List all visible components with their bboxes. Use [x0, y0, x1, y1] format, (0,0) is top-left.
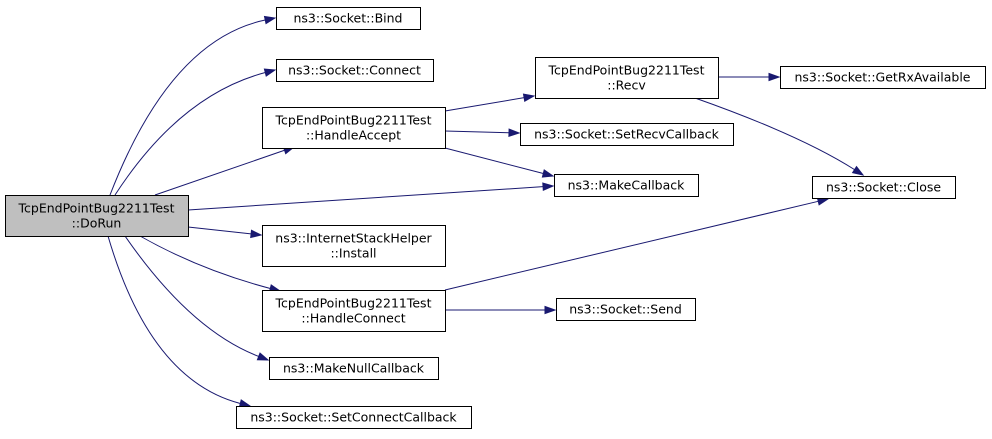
node-makecallback[interactable]: ns3::MakeCallback: [554, 174, 699, 197]
node-send[interactable]: ns3::Socket::Send: [556, 298, 696, 321]
node-box-connect: [276, 59, 434, 82]
node-box-setrecvcallback: [520, 123, 734, 146]
node-label: TcpEndPointBug2211Test: [275, 113, 432, 128]
edge-dorun-to-handleaccept: [154, 149, 285, 196]
node-box-handleconnect: [262, 290, 446, 332]
edge-dorun-to-connect: [114, 72, 266, 196]
node-internetstack[interactable]: ns3::InternetStackHelper::Install: [262, 225, 446, 267]
call-nodes: TcpEndPointBug2211Test::DoRunns3::Socket…: [5, 7, 986, 429]
node-box-handleaccept: [262, 107, 446, 149]
node-label: TcpEndPointBug2211Test: [548, 63, 705, 78]
node-dorun: TcpEndPointBug2211Test::DoRun: [5, 195, 189, 237]
node-label: ns3::Socket::SetConnectCallback: [250, 410, 457, 425]
edge-dorun-to-handleconnect: [139, 235, 271, 289]
arrowhead-dorun-to-makecallback: [542, 182, 555, 191]
node-label: TcpEndPointBug2211Test: [275, 296, 432, 311]
node-label: ::DoRun: [72, 216, 122, 231]
node-handleconnect[interactable]: TcpEndPointBug2211Test::HandleConnect: [262, 290, 446, 332]
node-getrxavailable[interactable]: ns3::Socket::GetRxAvailable: [780, 66, 986, 89]
node-label: ns3::Socket::GetRxAvailable: [794, 70, 970, 85]
node-makenullcallback[interactable]: ns3::MakeNullCallback: [269, 357, 439, 380]
edge-handleaccept-to-recv: [444, 97, 525, 112]
node-box-send: [556, 298, 696, 321]
arrowhead-dorun-to-makenullcallback: [256, 352, 270, 361]
edge-handleconnect-to-close: [444, 200, 819, 291]
node-bind[interactable]: ns3::Socket::Bind: [276, 7, 421, 30]
node-label: ::HandleConnect: [301, 311, 405, 326]
node-label: ::Recv: [607, 78, 646, 93]
call-edges: [107, 15, 865, 408]
node-box-recv: [535, 57, 719, 99]
node-connect[interactable]: ns3::Socket::Connect: [276, 59, 434, 82]
node-box-setconnectcallback: [236, 406, 472, 429]
node-box-makenullcallback: [269, 357, 439, 380]
node-label: ns3::Socket::Close: [826, 180, 941, 195]
node-label: ::HandleAccept: [306, 128, 401, 143]
edge-handleaccept-to-setrecvcallback: [444, 130, 510, 134]
arrowhead-handleaccept-to-setrecvcallback: [508, 128, 521, 137]
arrowhead-handleaccept-to-recv: [522, 93, 536, 102]
node-label: ::Install: [330, 246, 376, 261]
edge-dorun-to-setconnectcallback: [107, 235, 241, 404]
edge-recv-to-close: [694, 97, 855, 171]
node-label: ns3::Socket::Connect: [288, 63, 421, 78]
node-box-internetstack: [262, 225, 446, 267]
node-box-bind: [276, 7, 421, 30]
node-label: ns3::MakeCallback: [568, 178, 686, 193]
node-setrecvcallback[interactable]: ns3::Socket::SetRecvCallback: [520, 123, 734, 146]
node-label: ns3::Socket::Bind: [294, 11, 403, 26]
node-label: ns3::Socket::SetRecvCallback: [534, 127, 719, 142]
edge-dorun-to-internetstack: [187, 226, 252, 235]
arrowhead-dorun-to-internetstack: [250, 229, 263, 239]
edge-dorun-to-makecallback: [187, 186, 544, 211]
node-label: ns3::InternetStackHelper: [275, 231, 432, 246]
node-label: ns3::Socket::Send: [569, 302, 682, 317]
node-box-getrxavailable: [780, 66, 986, 89]
edge-dorun-to-bind: [109, 19, 266, 196]
edge-dorun-to-makenullcallback: [124, 235, 259, 357]
arrowhead-recv-to-close: [851, 165, 865, 176]
node-label: ns3::MakeNullCallback: [283, 361, 425, 376]
arrowhead-handleconnect-to-send: [544, 305, 557, 315]
node-close[interactable]: ns3::Socket::Close: [812, 176, 956, 199]
arrowhead-dorun-to-connect: [263, 68, 277, 77]
node-box-makecallback: [554, 174, 699, 197]
arrowhead-dorun-to-bind: [263, 15, 277, 25]
arrowhead-recv-to-getrxavailable: [768, 72, 781, 82]
node-recv[interactable]: TcpEndPointBug2211Test::Recv: [535, 57, 719, 99]
arrowhead-dorun-to-setconnectcallback: [238, 399, 252, 408]
node-setconnectcallback[interactable]: ns3::Socket::SetConnectCallback: [236, 406, 472, 429]
arrowhead-handleaccept-to-makecallback: [541, 169, 555, 178]
edge-handleaccept-to-makecallback: [444, 147, 544, 174]
node-box-close: [812, 176, 956, 199]
node-handleaccept[interactable]: TcpEndPointBug2211Test::HandleAccept: [262, 107, 446, 149]
node-label: TcpEndPointBug2211Test: [18, 201, 175, 216]
node-box-dorun: [5, 195, 189, 237]
